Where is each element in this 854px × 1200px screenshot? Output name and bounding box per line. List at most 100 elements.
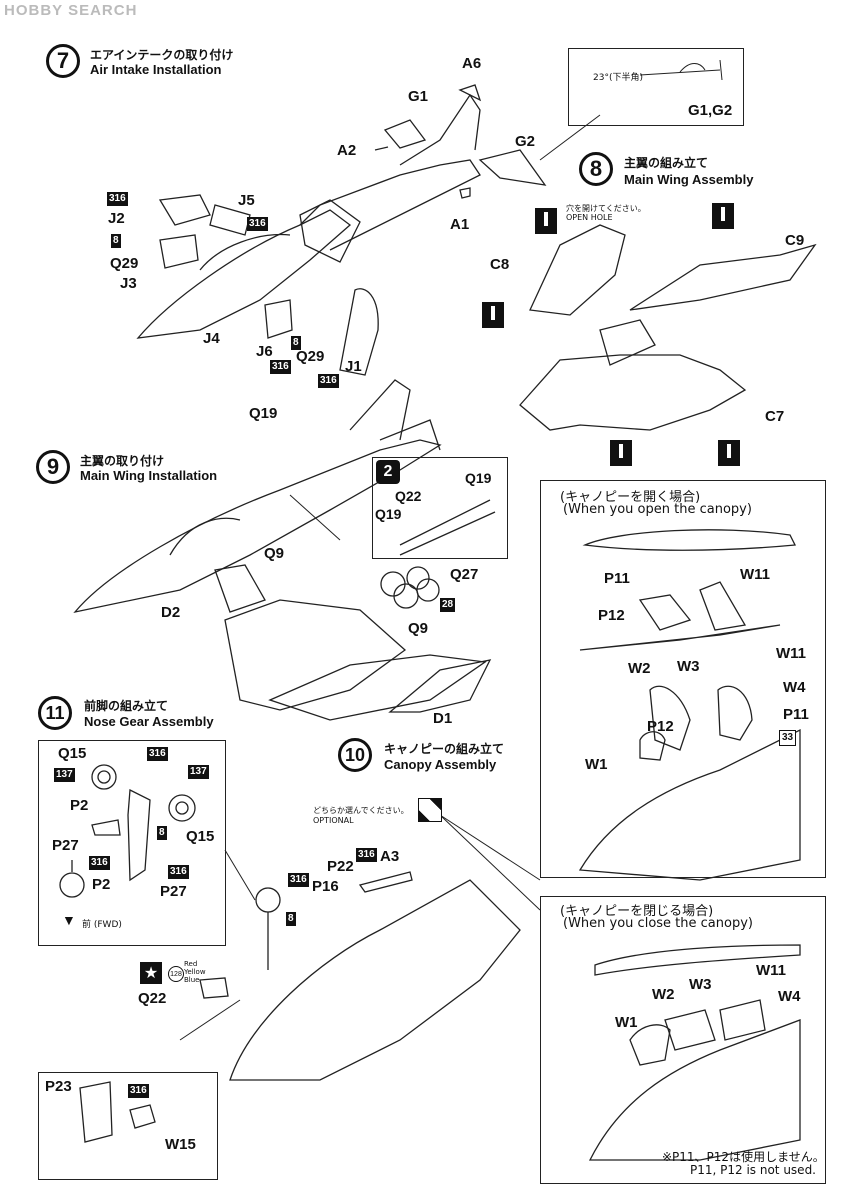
part-label: J6 xyxy=(256,343,273,360)
canopy-closed-box xyxy=(540,896,826,1184)
paint-code: 8 xyxy=(291,336,301,350)
step-11-badge: 11 xyxy=(38,696,72,730)
part-label: W3 xyxy=(689,976,712,993)
part-label: Q22 xyxy=(138,990,167,1007)
part-label: C8 xyxy=(490,256,510,273)
hatch-box xyxy=(38,1072,218,1180)
drill-icon xyxy=(610,440,632,466)
paint-code: 316 xyxy=(168,865,189,879)
paint-code: 316 xyxy=(318,374,339,388)
part-label: Q9 xyxy=(408,620,429,637)
part-label: Q19 xyxy=(465,470,492,486)
part-label: W11 xyxy=(776,645,807,662)
paint-code: 316 xyxy=(128,1084,149,1098)
part-label: W15 xyxy=(165,1136,196,1153)
part-label: J2 xyxy=(108,210,125,227)
paint-code: 316 xyxy=(270,360,291,374)
part-label: G2 xyxy=(515,133,536,150)
part-label: J5 xyxy=(238,192,255,209)
paint-code: 137 xyxy=(54,768,75,782)
paint-code: 28 xyxy=(440,598,456,612)
part-label: G1 xyxy=(408,88,429,105)
part-label: Q19 xyxy=(375,506,402,522)
part-label: P11 xyxy=(783,706,809,723)
decal-color: Red xyxy=(184,960,198,968)
step-8-title-jp: 主翼の組み立て xyxy=(624,156,709,170)
part-label: C9 xyxy=(785,232,805,249)
part-label: D1 xyxy=(433,710,453,727)
canopy-closed-note-en: P11, P12 is not used. xyxy=(690,1163,816,1177)
step-10-title-jp: キャノピーの組み立て xyxy=(384,742,505,756)
drill-icon xyxy=(482,302,504,328)
part-label: P27 xyxy=(52,837,79,854)
paint-code: 316 xyxy=(89,856,110,870)
drill-icon xyxy=(535,208,557,234)
canopy-closed-heading-en: (When you close the canopy) xyxy=(563,916,753,931)
paint-code: 316 xyxy=(288,873,309,887)
part-label: A2 xyxy=(337,142,357,159)
paint-code: 8 xyxy=(157,826,167,840)
part-label: Q19 xyxy=(249,405,278,422)
open-hole-note-en: OPEN HOLE xyxy=(566,213,613,222)
part-label: Q22 xyxy=(395,488,422,504)
part-label: P11 xyxy=(604,570,630,587)
step-10-badge: 10 xyxy=(338,738,372,772)
decal-color: Yellow xyxy=(184,968,206,976)
part-label: P23 xyxy=(45,1078,72,1095)
part-label: W4 xyxy=(778,988,801,1005)
paint-code: 316 xyxy=(107,192,128,206)
optional-choice-icon xyxy=(418,798,442,822)
step-7-title-jp: エアインテークの取り付け xyxy=(90,48,234,62)
part-label: P22 xyxy=(327,858,354,875)
decal-star-icon: ★ xyxy=(140,962,162,984)
canopy-closed-heading-jp: (キャノピーを閉じる場合) xyxy=(560,904,714,919)
part-label: W3 xyxy=(677,658,700,675)
open-hole-note-jp: 穴を開けてください。 xyxy=(566,204,646,213)
canopy-closed-note-jp: ※P11、P12は使用しません。 xyxy=(662,1150,825,1164)
part-label: W4 xyxy=(783,679,806,696)
part-label: P2 xyxy=(70,797,89,814)
part-label: P12 xyxy=(647,718,674,735)
paint-code: 8 xyxy=(111,234,121,248)
part-label: W1 xyxy=(585,756,608,773)
part-label: P16 xyxy=(312,878,339,895)
step-11-title-en: Nose Gear Assembly xyxy=(84,714,214,729)
canopy-open-box xyxy=(540,480,826,878)
nose-gear-box xyxy=(38,740,226,946)
part-label: D2 xyxy=(161,604,181,621)
part-label: Q15 xyxy=(58,745,87,762)
part-label: J1 xyxy=(345,358,362,375)
step-8-title-en: Main Wing Assembly xyxy=(624,172,754,187)
part-label: J3 xyxy=(120,275,137,292)
inset-step-2-badge: 2 xyxy=(376,460,400,484)
part-label: W11 xyxy=(756,962,787,979)
part-label: W2 xyxy=(652,986,675,1003)
step-9-badge: 9 xyxy=(36,450,70,484)
step-10-title-en: Canopy Assembly xyxy=(384,757,497,772)
part-label: A6 xyxy=(462,55,482,72)
part-label: P2 xyxy=(92,876,111,893)
detail-box-g1-g2 xyxy=(568,48,744,126)
angle-label: 23°(下半角) xyxy=(593,73,643,83)
part-label: Q27 xyxy=(450,566,479,583)
part-label: W1 xyxy=(615,1014,638,1031)
paint-code: 316 xyxy=(147,747,168,761)
optional-note-en: OPTIONAL xyxy=(313,816,354,825)
step-11-title-jp: 前脚の組み立て xyxy=(84,699,169,713)
paint-code: 33 xyxy=(779,730,797,746)
part-label: P12 xyxy=(598,607,625,624)
step-9-title-en: Main Wing Installation xyxy=(80,468,218,483)
detail-parts-label: G1,G2 xyxy=(688,102,733,119)
part-label: Q15 xyxy=(186,828,215,845)
paint-code: 137 xyxy=(188,765,209,779)
decal-number: 128 xyxy=(168,966,184,982)
part-label: J4 xyxy=(203,330,220,347)
part-label: Q29 xyxy=(296,348,325,365)
paint-code: 316 xyxy=(247,217,268,231)
paint-code: 8 xyxy=(286,912,296,926)
canopy-open-heading-jp: (キャノピーを開く場合) xyxy=(560,490,701,505)
decal-color: Blue xyxy=(184,976,200,984)
part-label: Q9 xyxy=(264,545,285,562)
optional-note-jp: どちらか選んでください。 xyxy=(313,806,409,815)
